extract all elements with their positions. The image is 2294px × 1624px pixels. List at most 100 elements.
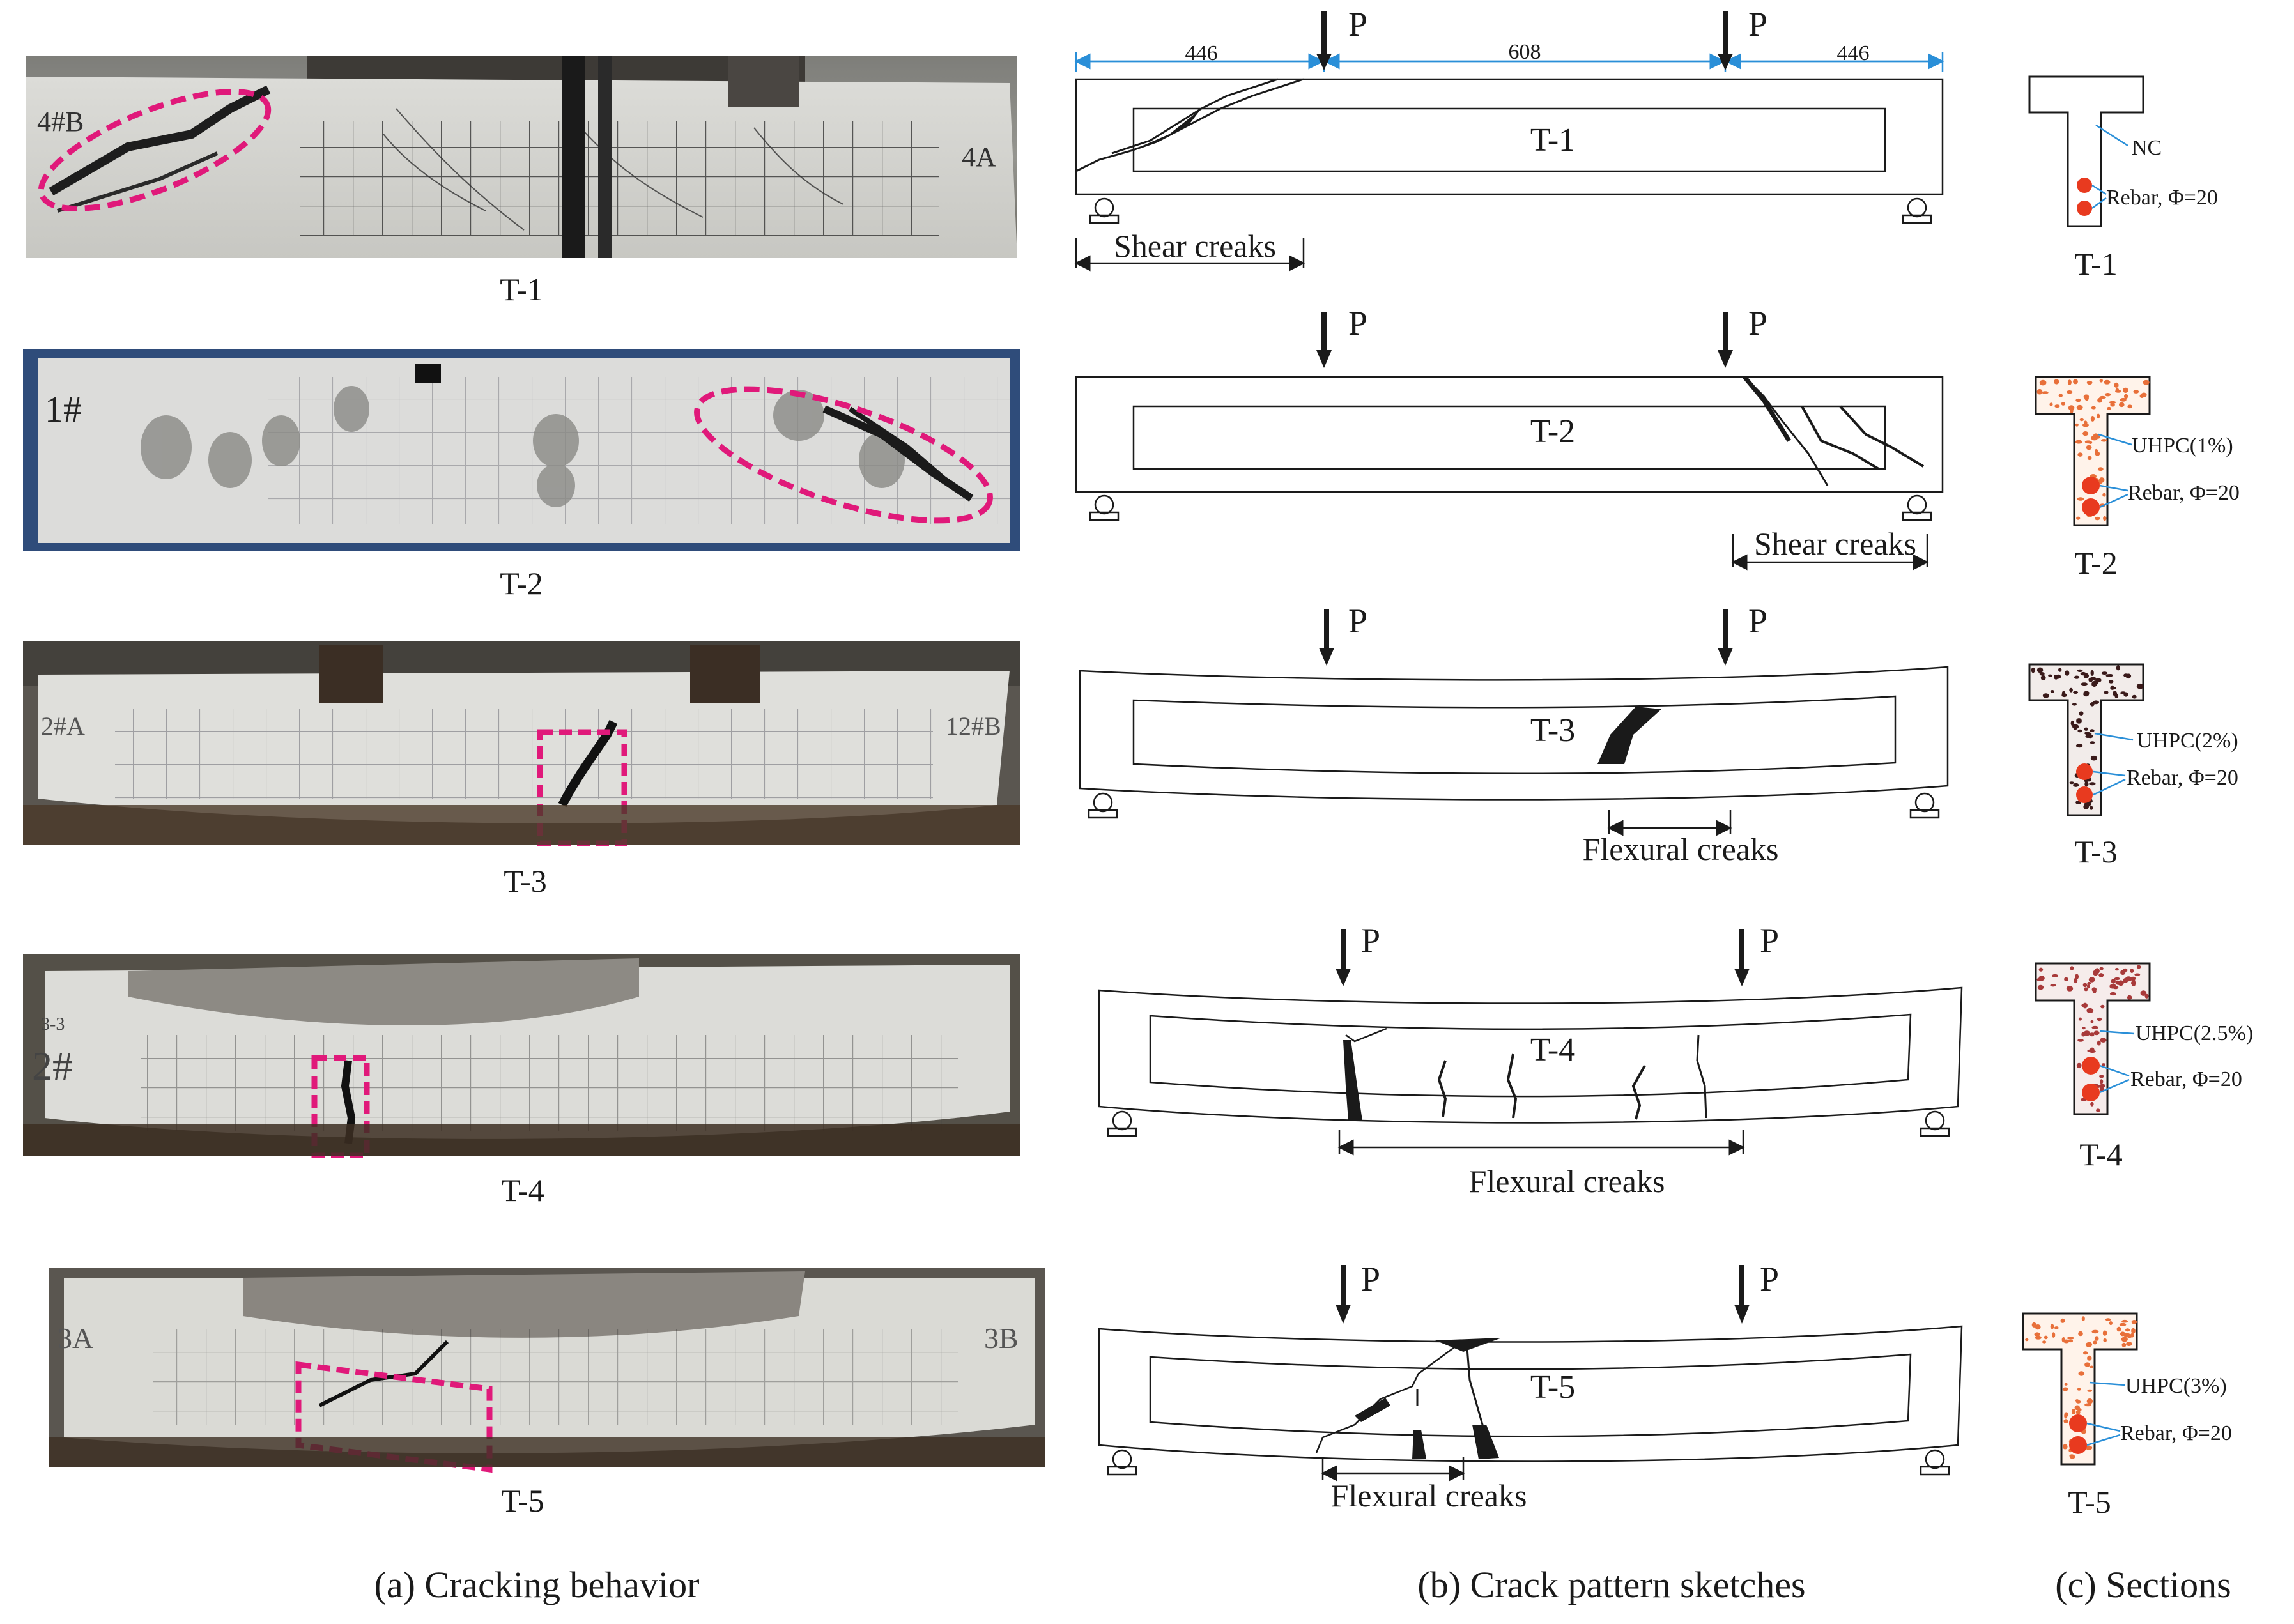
fiber-speck bbox=[2110, 402, 2115, 407]
fiber-speck bbox=[2082, 424, 2090, 427]
fiber-speck bbox=[2104, 691, 2109, 694]
fiber-speck bbox=[2090, 741, 2095, 744]
fiber-speck bbox=[2077, 1039, 2084, 1042]
fiber-speck bbox=[2101, 439, 2107, 442]
fiber-speck bbox=[2036, 388, 2043, 395]
photo-mark: 4#B bbox=[37, 106, 84, 137]
fiber-speck bbox=[2077, 729, 2082, 733]
fiber-speck bbox=[2084, 727, 2088, 731]
fiber-speck bbox=[2080, 671, 2086, 676]
photo-mark: 3A bbox=[58, 1322, 93, 1354]
photo-mark: 3-3 bbox=[41, 1015, 65, 1034]
fiber-speck bbox=[2081, 682, 2088, 686]
fiber-speck bbox=[2103, 1338, 2107, 1342]
fiber-speck bbox=[2099, 1086, 2104, 1091]
fiber-speck bbox=[2054, 379, 2059, 385]
fiber-speck bbox=[2079, 418, 2084, 422]
fiber-speck bbox=[2134, 973, 2141, 976]
fiber-speck bbox=[2097, 397, 2102, 403]
fiber-speck bbox=[2077, 669, 2083, 672]
fiber-speck bbox=[2036, 977, 2042, 981]
fiber-speck bbox=[2131, 1320, 2137, 1324]
fiber-speck bbox=[2097, 1040, 2101, 1046]
fiber-speck bbox=[2123, 978, 2128, 983]
fiber-speck bbox=[2115, 968, 2119, 971]
section-t3: UHPC(2%) Rebar, Φ=20 T-3 bbox=[2028, 663, 2238, 869]
fiber-speck bbox=[2143, 379, 2150, 385]
load-label: P bbox=[1760, 1260, 1779, 1298]
fiber-speck bbox=[2081, 1032, 2086, 1037]
fiber-speck bbox=[2070, 966, 2074, 970]
fiber-speck bbox=[2073, 726, 2077, 730]
fiber-speck bbox=[2034, 1332, 2040, 1337]
fiber-speck bbox=[2099, 395, 2106, 399]
section-rebar: Rebar, Φ=20 bbox=[2106, 186, 2218, 210]
fiber-speck bbox=[2121, 1342, 2127, 1347]
fiber-speck bbox=[2087, 981, 2091, 985]
section-label: T-5 bbox=[2068, 1484, 2111, 1520]
fiber-speck bbox=[2090, 1365, 2093, 1368]
fiber-speck bbox=[2132, 694, 2137, 699]
fiber-speck bbox=[2068, 405, 2075, 411]
fiber-speck bbox=[2100, 1038, 2107, 1043]
fiber-speck bbox=[2109, 679, 2114, 684]
fiber-speck bbox=[2052, 974, 2058, 977]
section-material: UHPC(1%) bbox=[2132, 434, 2233, 457]
section-material: UHPC(2.5%) bbox=[2136, 1022, 2253, 1045]
fiber-speck bbox=[2126, 1334, 2133, 1338]
load-label: P bbox=[1361, 921, 1380, 960]
fiber-speck bbox=[2091, 406, 2096, 410]
fiber-speck bbox=[2082, 1027, 2086, 1030]
section-label: T-3 bbox=[2074, 834, 2118, 869]
fiber-speck bbox=[2042, 693, 2049, 698]
fiber-speck bbox=[2103, 516, 2107, 521]
fiber-speck bbox=[2072, 703, 2077, 706]
section-rebar: Rebar, Φ=20 bbox=[2128, 481, 2240, 505]
fiber-speck bbox=[2086, 1007, 2094, 1013]
fiber-speck bbox=[2070, 408, 2074, 413]
fiber-speck bbox=[2099, 967, 2104, 970]
section-t4: UHPC(2.5%) Rebar, Φ=20 T-4 bbox=[2035, 962, 2253, 1172]
fiber-speck bbox=[2091, 681, 2097, 687]
fiber-speck bbox=[2075, 974, 2079, 979]
fiber-speck bbox=[2090, 1032, 2095, 1037]
fiber-speck bbox=[2075, 1410, 2081, 1415]
fiber-speck bbox=[2093, 700, 2100, 705]
fiber-speck bbox=[2118, 980, 2124, 986]
fiber-speck bbox=[2025, 1338, 2029, 1342]
fiber-speck bbox=[2088, 977, 2095, 983]
fiber-speck bbox=[2115, 388, 2120, 393]
fiber-speck bbox=[2105, 1318, 2111, 1321]
crack-label: Flexural creaks bbox=[1331, 1478, 1527, 1513]
fiber-speck bbox=[2127, 995, 2132, 1000]
fiber-speck bbox=[2088, 677, 2093, 682]
fiber-speck bbox=[2069, 781, 2074, 785]
fiber-speck bbox=[2065, 670, 2070, 676]
fiber-speck bbox=[2109, 992, 2116, 996]
fiber-speck bbox=[2130, 968, 2134, 974]
fiber-speck bbox=[2127, 404, 2132, 409]
beam-label: T-3 bbox=[1530, 712, 1575, 749]
photo-mark: 1# bbox=[45, 388, 82, 430]
fiber-speck bbox=[2136, 683, 2144, 689]
fiber-speck bbox=[2060, 1318, 2065, 1323]
photo-label: T-2 bbox=[500, 565, 543, 601]
fiber-speck bbox=[2140, 990, 2147, 996]
fiber-speck bbox=[2097, 467, 2104, 471]
fiber-speck bbox=[2036, 667, 2044, 673]
fiber-speck bbox=[2070, 720, 2074, 726]
load-label: P bbox=[1760, 921, 1779, 960]
fiber-speck bbox=[2123, 673, 2128, 677]
fiber-speck bbox=[2085, 1445, 2093, 1450]
fiber-speck bbox=[2090, 1101, 2094, 1107]
fiber-speck bbox=[2133, 390, 2139, 394]
fiber-speck bbox=[2094, 1336, 2099, 1341]
fiber-speck bbox=[2086, 380, 2093, 385]
section-t1: NC Rebar, Φ=20 T-1 bbox=[2028, 75, 2218, 282]
fiber-speck bbox=[2084, 420, 2088, 425]
fiber-speck bbox=[2093, 970, 2098, 976]
fiber-speck bbox=[2064, 1383, 2068, 1386]
fiber-speck bbox=[2078, 1371, 2085, 1376]
photo-t1: 4#B 4A bbox=[26, 56, 1017, 258]
fiber-speck bbox=[2089, 782, 2096, 786]
